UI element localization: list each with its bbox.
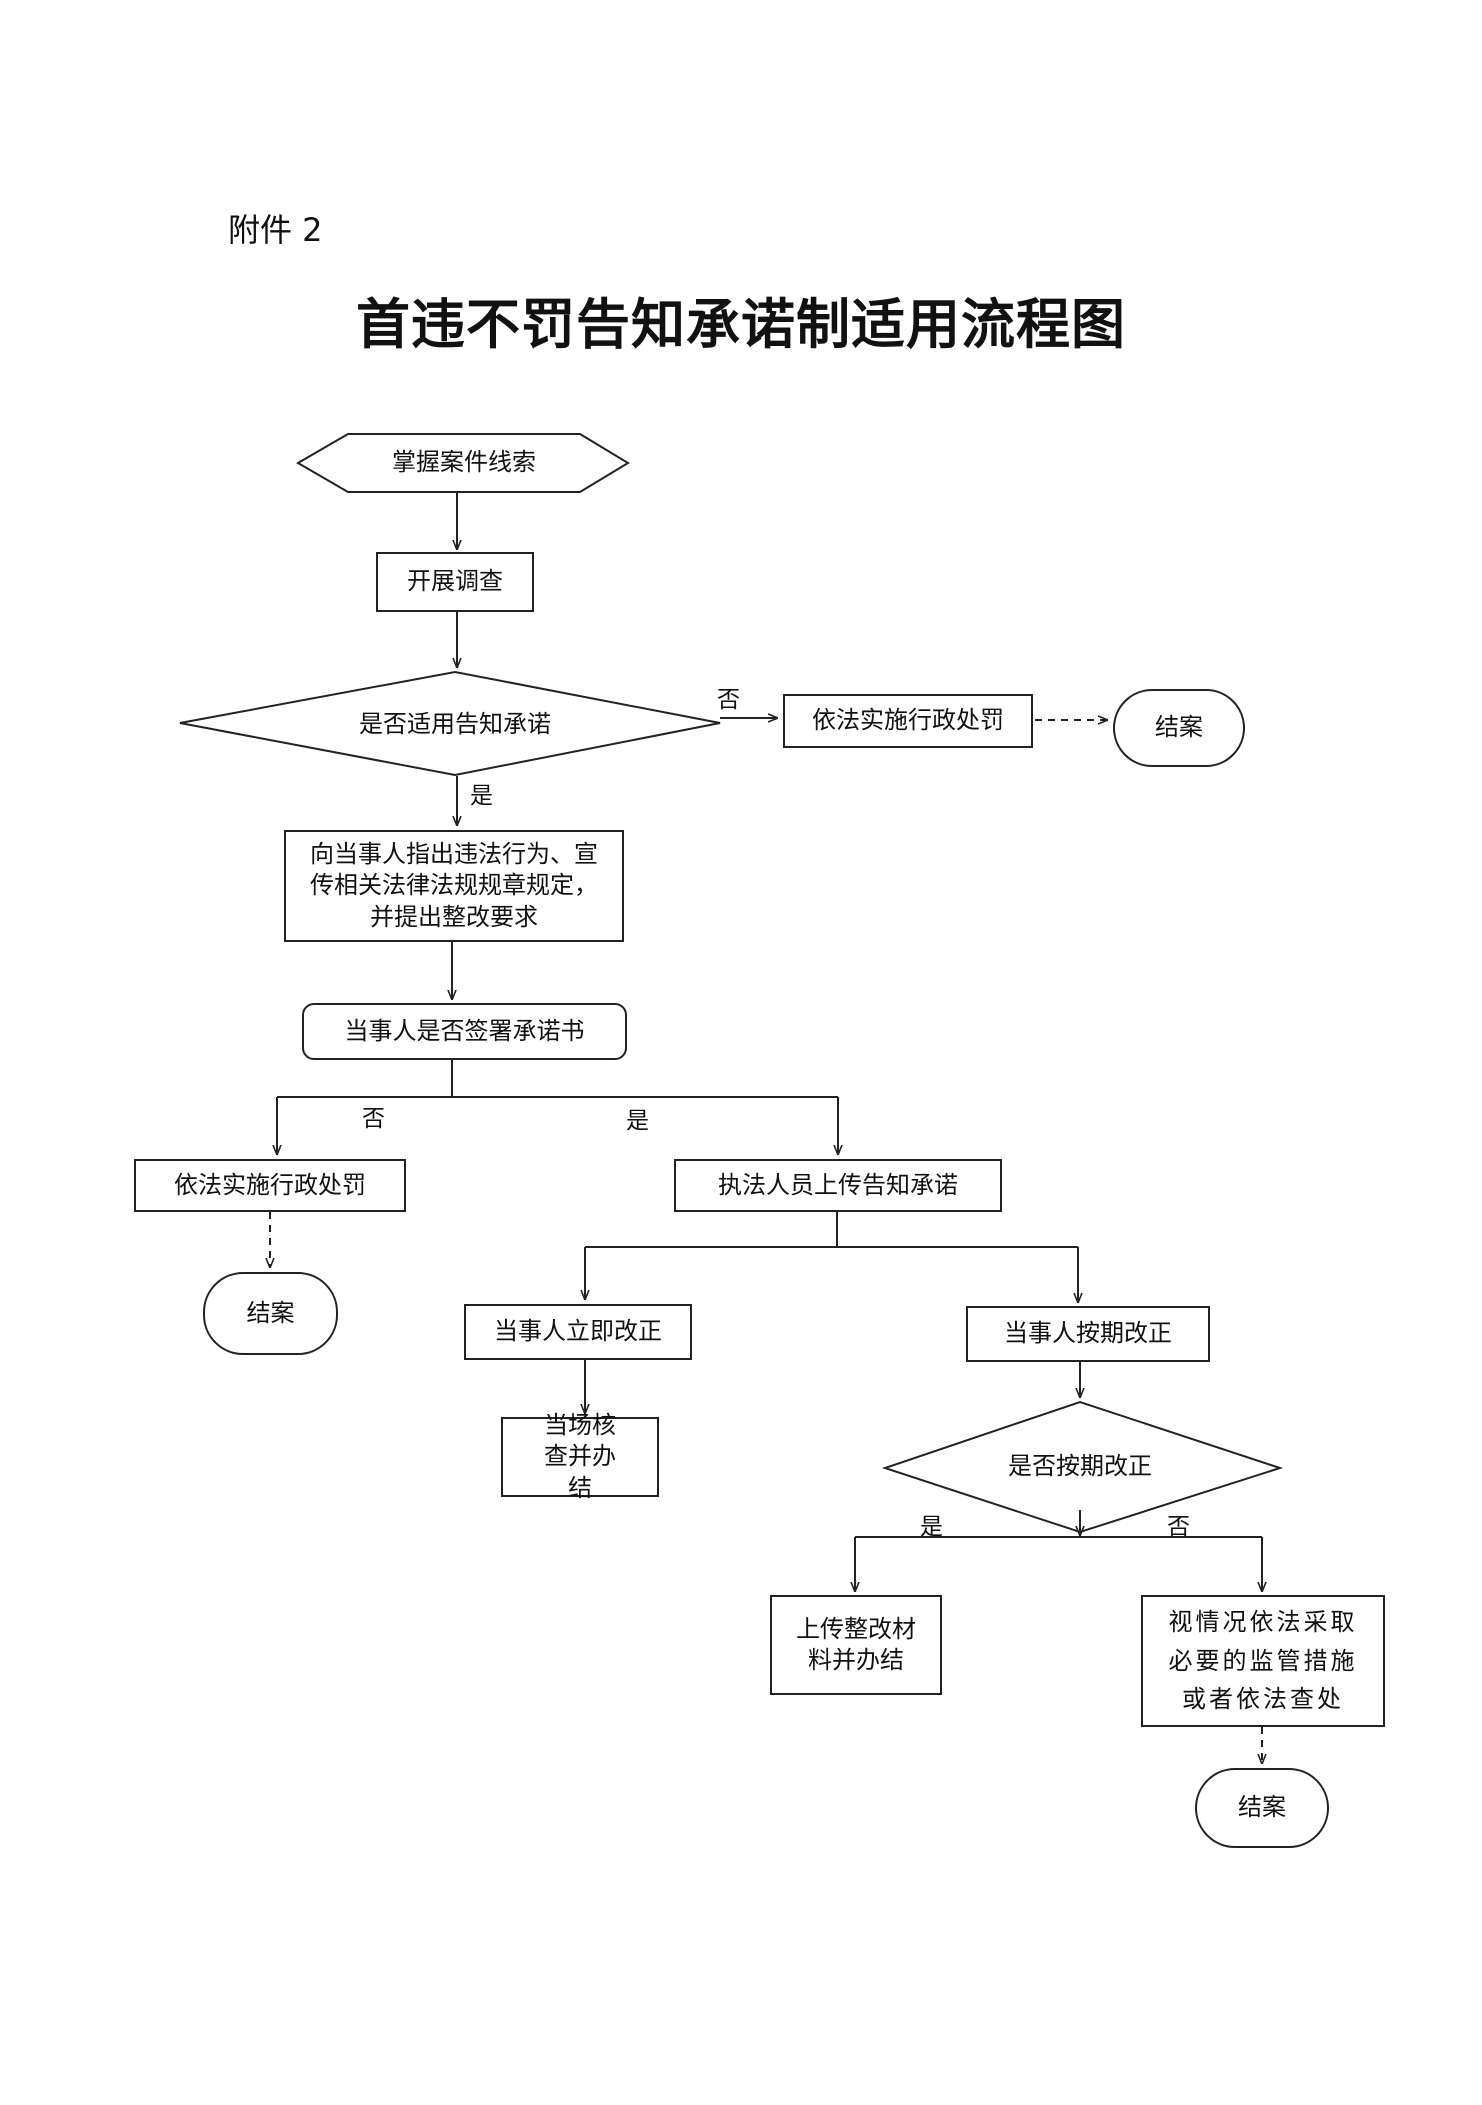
node-clue: 掌握案件线索 [392,448,536,477]
applicable-decision-diamond [179,670,721,777]
node-close-c: 结案 [1195,1768,1329,1848]
node-q-sign: 当事人是否签署承诺书 [302,1003,627,1060]
page-title: 首违不罚告知承诺制适用流程图 [356,292,1126,356]
node-penalty-b: 依法实施行政处罚 [134,1159,406,1212]
node-close-a: 结案 [1113,689,1245,767]
node-inform: 向当事人指出违法行为、宣传相关法律法规规章规定，并提出整改要求 [284,830,624,942]
node-q-ontime: 是否按期改正 [1008,1452,1152,1481]
edge-label-no-1: 否 [717,687,740,713]
node-onsite-check: 当场核查并办结 [501,1411,659,1502]
node-scheduled-fix: 当事人按期改正 [966,1306,1210,1362]
edge-label-yes-2: 是 [626,1108,649,1134]
node-close-b: 结案 [203,1272,338,1355]
node-investigate: 开展调查 [376,552,534,612]
node-upload-promise: 执法人员上传告知承诺 [674,1159,1002,1212]
ontime-decision-diamond [881,1400,1284,1534]
node-upload-material: 上传整改材料并办结 [770,1595,942,1695]
clue-hexagon [296,433,630,493]
edge-label-yes-1: 是 [470,783,493,809]
node-q-applicable: 是否适用告知承诺 [359,710,551,739]
attachment-label: 附件 2 [228,211,323,249]
edge-label-yes-3: 是 [920,1514,943,1540]
node-penalty-a: 依法实施行政处罚 [783,694,1033,748]
edge-label-no-2: 否 [362,1106,385,1132]
node-immediate-fix: 当事人立即改正 [464,1304,692,1360]
edge-label-no-3: 否 [1167,1514,1190,1540]
node-measures: 视情况依法采取必要的监管措施或者依法查处 [1141,1595,1385,1727]
